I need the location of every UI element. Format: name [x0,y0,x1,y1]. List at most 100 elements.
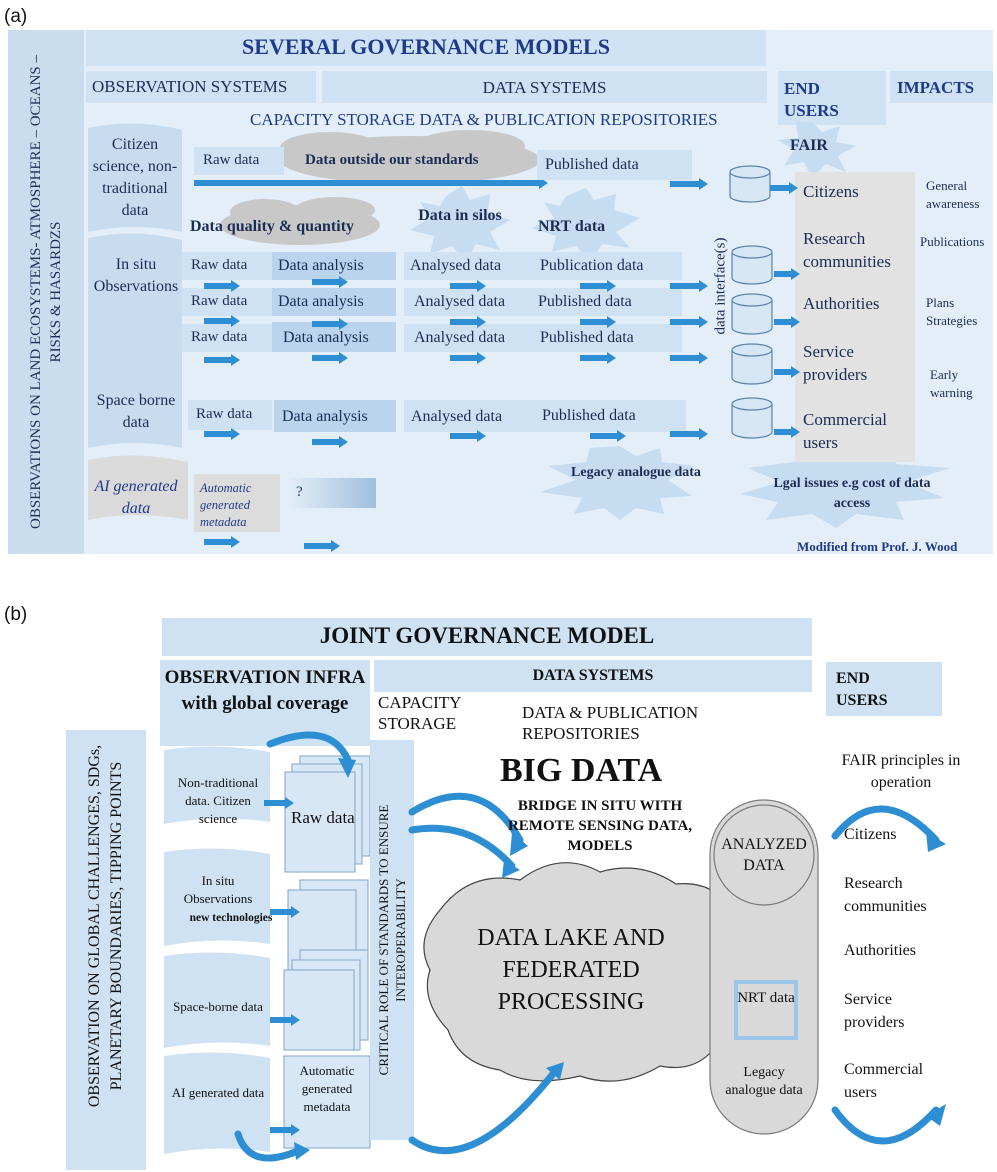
cell-raw-r1-text: Raw data [203,152,260,168]
cloud-quality-text: Data quality & quantity [190,218,355,235]
arrow-icon [270,906,300,918]
panel-a-label: (a) [4,6,28,27]
cell-analysed-r5 [404,400,532,432]
arrow-icon [670,352,708,364]
arrow-icon [304,540,340,552]
arrow-icon [450,316,486,328]
curved-arrow-head-icon [546,1062,564,1080]
arrow-icon [670,280,708,292]
obs-infra-text: OBSERVATION INFRA with global coverage [164,667,366,714]
source-b-space: Space-borne data [173,999,263,1014]
arrow-icon [264,797,294,809]
cell-published-r1 [537,150,692,180]
arrow-icon [204,354,240,366]
title-bar-b [162,618,812,656]
impact-awareness: General awareness [926,178,980,211]
cell-raw-r5 [188,400,272,430]
user-b-commercial: Commercial users [844,1061,924,1101]
curved-arrow-head-icon [510,832,528,856]
curved-arrow-head-icon [294,1142,310,1160]
burst-silos [410,186,510,262]
arrow-icon [450,352,486,364]
cell-analysed-r4-text: Analysed data [414,329,506,346]
cell-raw-r2 [182,252,272,280]
impacts-header [890,71,993,103]
source-shape-space [164,952,270,1048]
burst-legacy [540,446,696,520]
burst-nrt-text: NRT data [538,218,606,235]
source-b-newtech: new technologies [189,912,273,924]
cell-analysis-r2 [272,252,396,280]
curved-arrow-head-icon [502,860,520,878]
source-b-insitu: In situ Observations [183,873,253,906]
data-lake-text: DATA LAKE AND FEDERATED PROCESSING [477,925,665,1015]
burst-fair [778,122,856,178]
big-data-title: BIG DATA [500,752,663,789]
standards-bar [370,740,414,1140]
cylinder-icon [729,165,773,439]
burst-nrt [532,188,640,262]
title-bar-a [86,30,766,66]
burst-fair-text: FAIR [790,137,828,154]
bridge-text: BRIDGE IN SITU WITH REMOTE SENSING DATA,… [507,798,693,854]
arrow-icon [204,536,240,548]
cell-analysis-r3 [272,288,396,316]
capacity-b: CAPACITY STORAGE [378,693,461,733]
impact-early-warning: Early warning [930,367,973,400]
cell-published-r5-text: Published data [542,407,636,424]
cell-published-r4 [532,324,682,352]
obs-systems-header [86,71,316,103]
cell-publication-r2-text: Publication data [540,257,644,274]
impact-publications: Publications [920,234,985,249]
arrow-icon [580,316,616,328]
user-b-authorities: Authorities [844,942,916,959]
user-b-research: Research communities [844,875,927,915]
burst-legal-text: Lgal issues e.g cost of data access [773,476,931,511]
cell-analysis-r5 [274,400,396,432]
user-a-authorities: Authorities [803,294,880,313]
cell-automatic-text: Automatic generated metadata [200,481,252,529]
cell-automatic [194,474,280,532]
burst-legacy-text: Legacy analogue data [571,465,701,480]
standards-text: CRITICAL ROLE OF STANDARDS TO ENSURE INT… [376,804,408,1076]
source-tab-insitu [88,233,182,388]
source-b-nontrad: Non-traditional data. Citizen science [177,775,259,826]
cell-question-text: ? [296,484,303,500]
user-a-citizens: Citizens [803,182,859,201]
source-tab-citizen [88,123,182,232]
cell-published-r4-text: Published data [540,329,634,346]
arrow-icon [204,280,240,292]
cell-published-r5 [532,400,686,432]
cell-raw-r3 [182,288,272,316]
source-b-ai: AI generated data [171,1085,265,1100]
curved-arrow-head-icon [338,758,356,778]
user-a-research: Research communities [803,229,891,271]
arrow-icon [774,366,800,378]
arrow-icon [670,316,708,328]
side-bar-b [66,730,146,1170]
source-citizen: Citizen science, non-traditional data [92,136,178,219]
source-shape-insitu [164,848,270,946]
cell-published-r1-text: Published data [545,156,639,173]
end-users-title-b: END USERS [836,670,888,709]
user-a-service: Service providers [803,342,868,384]
fair-text: FAIR principles in operation [841,752,961,791]
end-users-title: END USERS [784,79,839,120]
legacy-text: Legacy analogue data [725,1065,803,1098]
arrow-icon [774,426,800,438]
title-a: SEVERAL GOVERNANCE MODELS [242,34,610,59]
side-bar-a [8,30,84,554]
arrow-icon [770,182,798,194]
arrow-icon [312,352,348,364]
cell-analysis-r4-text: Data analysis [283,329,369,346]
obs-systems-title: OBSERVATION SYSTEMS [92,77,288,96]
cell-raw-r5-text: Raw data [196,406,253,422]
source-shape-ai [164,1052,270,1154]
obs-infra-box [160,660,370,746]
end-users-header [778,71,886,125]
cell-analysis-r4 [272,322,396,352]
arrow-icon [670,178,708,190]
impacts-title: IMPACTS [897,78,975,97]
cell-analysis-r3-text: Data analysis [278,293,364,310]
